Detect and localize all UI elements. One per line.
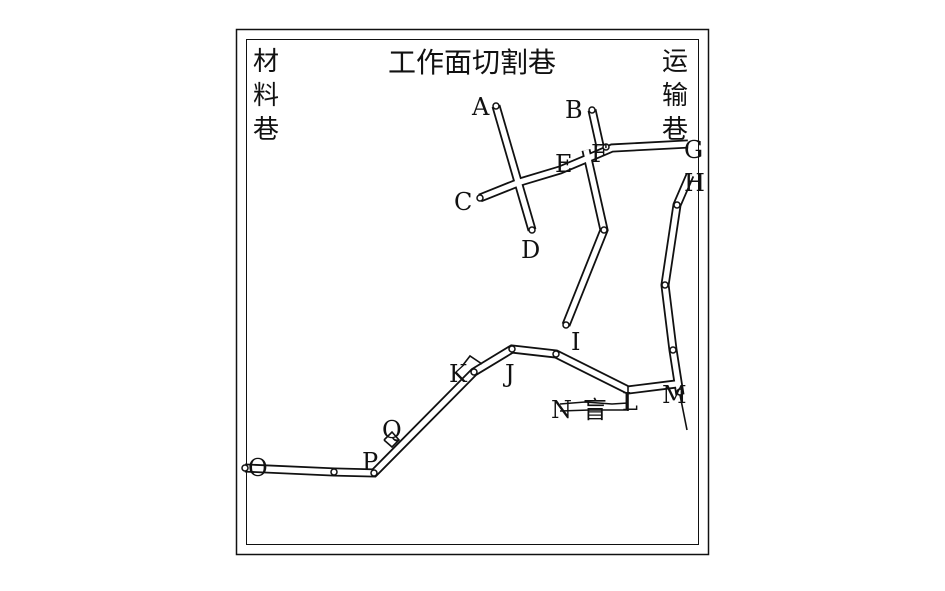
inner-frame [246, 39, 699, 545]
left-roadway-label: 材 料 巷 [253, 47, 279, 145]
blind-tunnel-n [559, 401, 629, 405]
node-i [562, 321, 570, 329]
stub-q [383, 430, 401, 449]
tunnel-o-m-inner [244, 346, 677, 476]
tunnel-c-g-inner [478, 141, 689, 201]
node-j [508, 345, 516, 353]
label-blind: 盲 [583, 396, 607, 424]
label-q: Q [382, 416, 402, 444]
label-o: O [248, 454, 268, 482]
node-c [476, 194, 484, 202]
label-p: P [362, 448, 378, 476]
label-n: N [551, 396, 572, 424]
node-j2 [552, 350, 560, 358]
label-f: F [591, 140, 608, 168]
m-exit [679, 394, 688, 431]
label-a: A [471, 93, 490, 121]
node-a [492, 102, 500, 110]
label-k: K [449, 360, 468, 388]
node-b [588, 106, 596, 114]
point-labels: A B C D E F G H I J K L M N 盲 O P Q [248, 93, 705, 482]
node-k [470, 368, 478, 376]
left-roadway-label-char-3: 巷 [253, 115, 279, 145]
blind-tunnel-n-2 [559, 409, 628, 412]
label-c: C [454, 188, 472, 216]
outer-frame [235, 28, 710, 556]
left-roadway-label-char-1: 材 [253, 47, 279, 77]
label-j: J [502, 360, 515, 388]
node-f [602, 143, 610, 151]
node-h [673, 201, 681, 209]
label-m: M [662, 381, 687, 409]
node-d [528, 226, 536, 234]
tunnel-network [244, 104, 695, 478]
right-roadway-label: 运 输 巷 [662, 47, 688, 145]
label-b: B [565, 96, 583, 124]
left-roadway-label-char-2: 料 [253, 81, 279, 111]
tunnel-b-f-inner [589, 109, 603, 147]
label-d: D [521, 236, 540, 264]
node-o [241, 464, 249, 472]
label-g: G [684, 136, 703, 164]
node-markers [241, 102, 684, 477]
node-m [676, 388, 684, 396]
diagram-title: 工作面切割巷 [388, 46, 556, 79]
label-i: I [571, 328, 580, 356]
stub-k [462, 354, 483, 366]
label-h: H [684, 169, 705, 197]
right-roadway-label-char-2: 输 [662, 81, 688, 111]
node-h3 [669, 346, 677, 354]
node-f2 [600, 226, 608, 234]
tunnel-a-d-inner [493, 105, 535, 231]
node-h2 [661, 281, 669, 289]
label-l: L [622, 388, 638, 416]
label-e: E [555, 150, 573, 178]
node-p [370, 469, 378, 477]
node-o2 [330, 468, 338, 476]
right-roadway-label-char-1: 运 [662, 47, 688, 77]
